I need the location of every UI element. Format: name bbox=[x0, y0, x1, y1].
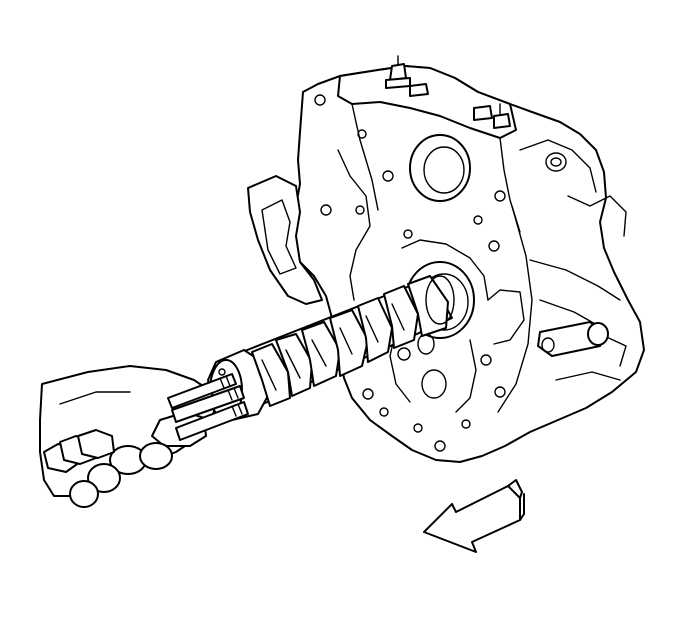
engine-block-icon bbox=[247, 55, 645, 463]
bolt-icon bbox=[43, 373, 249, 473]
head-bolt-icon bbox=[385, 55, 511, 129]
removal-direction-arrow-icon bbox=[423, 479, 525, 553]
